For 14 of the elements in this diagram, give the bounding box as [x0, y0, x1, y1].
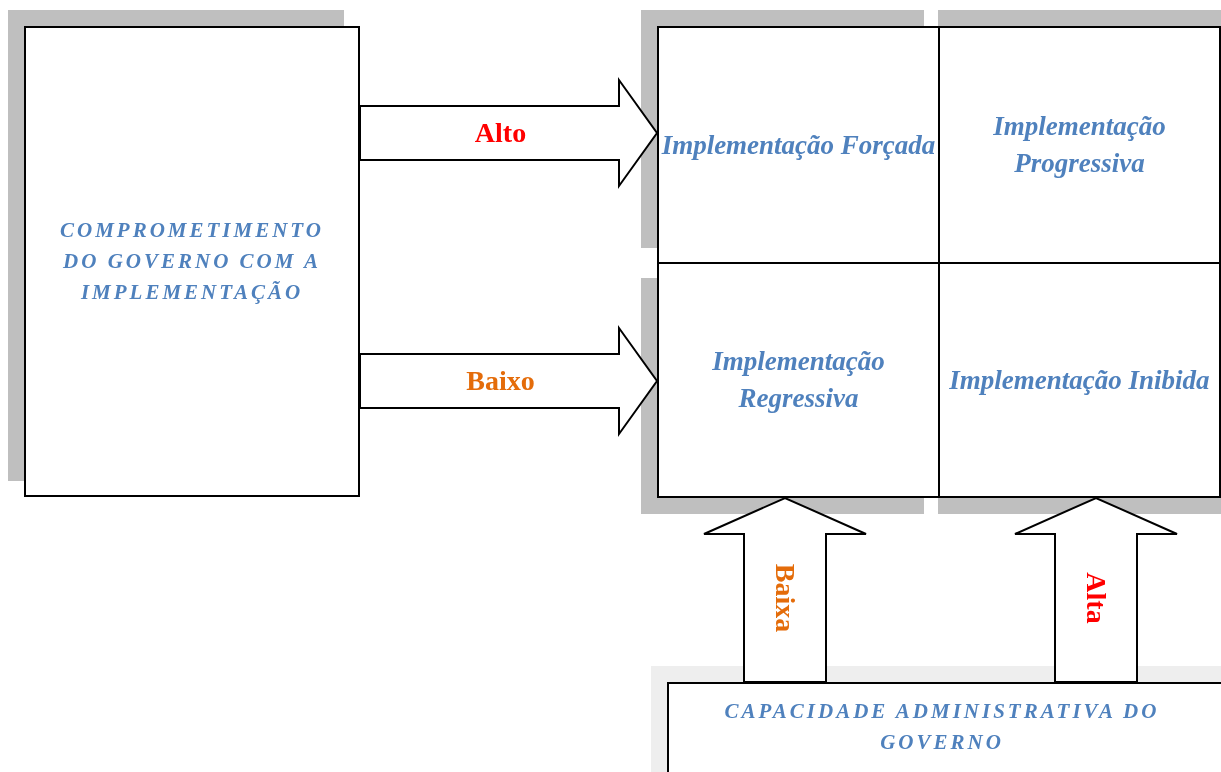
block-arrow: [1014, 496, 1178, 683]
node-label: Implementação Regressiva: [711, 345, 886, 415]
node-label: Implementação Forçada: [661, 128, 936, 162]
block-arrow: [359, 76, 659, 190]
node-label: Implementação Inibida: [949, 363, 1210, 397]
node-label: Implementação Progressiva: [992, 110, 1167, 180]
edge-label: Baixa: [769, 563, 801, 633]
block-arrow: [359, 324, 659, 438]
edge-label: Alto: [474, 117, 527, 149]
node-label: CAPACIDADE ADMINISTRATIVA DO GOVERNO: [723, 698, 1161, 756]
edge-label: Baixo: [466, 365, 535, 397]
edge-label: Alta: [1080, 572, 1112, 624]
block-arrow: [703, 496, 867, 683]
node-label: COMPROMETIMENTO DO GOVERNO COM A IMPLEMENTAÇÃO: [59, 217, 325, 306]
